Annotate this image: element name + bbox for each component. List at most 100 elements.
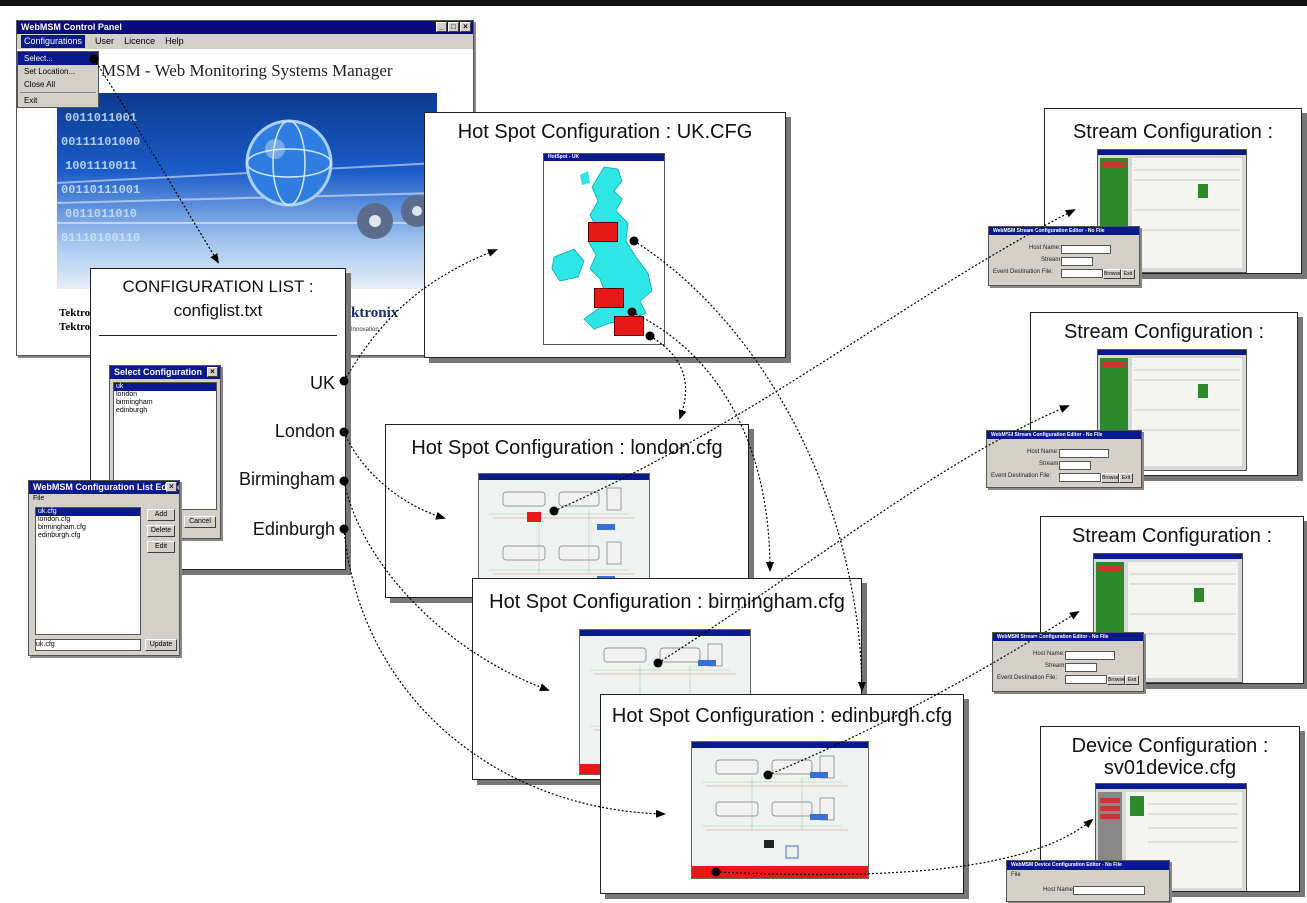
host-name-label: Host Name: bbox=[1027, 449, 1059, 455]
event-destination-field[interactable] bbox=[1061, 269, 1103, 278]
device-host-name-label: Host Name: bbox=[1043, 887, 1075, 893]
menu-help[interactable]: Help bbox=[165, 36, 184, 46]
exit-button[interactable]: Exit bbox=[1119, 473, 1133, 483]
device-config-file: sv01device.cfg bbox=[1103, 757, 1237, 779]
menu-item-close-all[interactable]: Close All bbox=[24, 80, 56, 89]
hotspot-london-marker[interactable] bbox=[614, 316, 644, 336]
stream-editor-3: WebMSM Stream Configuration Editor - No … bbox=[992, 632, 1144, 692]
host-name-field[interactable] bbox=[1059, 449, 1109, 458]
hotspot-birmingham-panel: Hot Spot Configuration : birmingham.cfg bbox=[472, 578, 862, 780]
configuration-list-title: CONFIGURATION LIST : bbox=[122, 277, 314, 296]
device-editor: WebMSM Device Configuration Editor - No … bbox=[1006, 860, 1170, 902]
list-item[interactable]: birmingham.cfg bbox=[38, 524, 86, 531]
minimize-icon[interactable]: _ bbox=[436, 22, 447, 32]
stream-config-title-1: Stream Configuration : bbox=[1072, 121, 1274, 143]
stream-label: Stream: bbox=[1045, 663, 1067, 669]
exit-button[interactable]: Exit bbox=[1125, 675, 1139, 685]
hotspot-london-title: Hot Spot Configuration : london.cfg bbox=[411, 437, 723, 459]
connector-dots bbox=[89, 54, 773, 877]
svg-text:0011011001: 0011011001 bbox=[65, 111, 137, 125]
list-item[interactable]: edinburgh bbox=[116, 407, 148, 414]
control-panel-heading: MSM - Web Monitoring Systems Manager bbox=[101, 61, 393, 80]
event-destination-field[interactable] bbox=[1065, 675, 1107, 684]
exit-button[interactable]: Exit bbox=[1121, 269, 1135, 279]
arrow-birmingham-to-stream2 bbox=[657, 405, 1070, 664]
title-rule bbox=[99, 335, 337, 336]
edit-button[interactable]: Edit bbox=[147, 541, 175, 553]
hotspot-birmingham-marker[interactable] bbox=[594, 288, 624, 308]
arrow-edinburgh-to-stream3 bbox=[767, 610, 1080, 776]
host-name-field[interactable] bbox=[1061, 245, 1111, 254]
city-birmingham: Birmingham bbox=[238, 469, 335, 489]
uk-map-titlebar: HotSpot - UK bbox=[544, 154, 664, 161]
maximize-icon[interactable]: □ bbox=[448, 22, 459, 32]
configuration-list-file: configlist.txt bbox=[173, 301, 263, 320]
menu-item-set-location[interactable]: Set Location... bbox=[24, 67, 76, 76]
list-editor-title: WebMSM Configuration List Editor bbox=[33, 482, 179, 492]
list-editor-titlebar: WebMSM Configuration List Editor× bbox=[29, 481, 179, 494]
stream-editor-1: WebMSM Stream Configuration Editor - No … bbox=[988, 226, 1140, 286]
device-host-name-field[interactable] bbox=[1073, 886, 1145, 895]
delete-button[interactable]: Delete bbox=[147, 525, 175, 537]
device-screenshot bbox=[1095, 783, 1247, 891]
hotspot-uk-title: Hot Spot Configuration : UK.CFG bbox=[457, 121, 753, 143]
brand-sub: Innovation bbox=[351, 327, 379, 333]
close-icon[interactable]: × bbox=[460, 22, 471, 32]
list-item[interactable]: edinburgh.cfg bbox=[38, 532, 81, 539]
event-destination-label: Event Destination File: bbox=[993, 269, 1054, 275]
event-destination-field[interactable] bbox=[1059, 473, 1101, 482]
browse-button[interactable]: Browse bbox=[1101, 473, 1119, 483]
host-name-label: Host Name: bbox=[1033, 651, 1065, 657]
browse-button[interactable]: Browse bbox=[1103, 269, 1121, 279]
close-icon[interactable]: × bbox=[166, 482, 177, 492]
menu-licence[interactable]: Licence bbox=[124, 36, 156, 46]
cancel-button[interactable]: Cancel bbox=[184, 516, 216, 528]
update-button[interactable]: Update bbox=[145, 639, 177, 651]
close-icon[interactable]: × bbox=[207, 367, 218, 377]
arrow-ukmap-birmingham-to-birmingham bbox=[631, 311, 774, 572]
browse-button[interactable]: Browse bbox=[1107, 675, 1125, 685]
uk-map-window: HotSpot - UK bbox=[543, 153, 665, 345]
stream-config-title-3: Stream Configuration : bbox=[1071, 525, 1273, 547]
banner-image: 0011011001 00111101000 1001110011 001101… bbox=[57, 93, 437, 289]
stream-screenshot-2 bbox=[1097, 349, 1247, 471]
arrow-edinburgh-to-edinburgh bbox=[343, 528, 666, 818]
menu-item-exit[interactable]: Exit bbox=[24, 96, 38, 105]
city-uk: UK bbox=[309, 373, 335, 393]
configuration-list-panel: CONFIGURATION LIST : configlist.txt Sele… bbox=[90, 268, 346, 570]
control-panel-title: WebMSM Control Panel bbox=[21, 22, 122, 32]
stream-field[interactable] bbox=[1065, 663, 1097, 672]
london-network-diagram bbox=[478, 473, 650, 597]
hotspot-edinburgh-marker[interactable] bbox=[588, 222, 618, 242]
list-item[interactable]: uk.cfg bbox=[36, 508, 140, 516]
svg-text:0011011010: 0011011010 bbox=[65, 207, 137, 221]
stream-editor-title: WebMSM Stream Configuration Editor - No … bbox=[993, 228, 1105, 234]
menu-user[interactable]: User bbox=[95, 36, 115, 46]
device-editor-menu-file[interactable]: File bbox=[1011, 872, 1021, 878]
list-editor-menu-file[interactable]: File bbox=[33, 495, 45, 502]
footer-text-2: Tektro bbox=[59, 321, 91, 333]
add-button[interactable]: Add bbox=[147, 509, 175, 521]
arrow-ukmap-edinburgh-to-edinburgh bbox=[633, 240, 866, 692]
configuration-list-editor: WebMSM Configuration List Editor× File u… bbox=[28, 480, 180, 656]
menu-item-select[interactable]: Select... bbox=[18, 52, 98, 65]
stream-field[interactable] bbox=[1061, 257, 1093, 266]
list-item[interactable]: birmingham bbox=[116, 399, 153, 406]
arrow-uk-to-ukmap bbox=[343, 249, 498, 382]
city-london: London bbox=[274, 421, 335, 441]
menu-configurations[interactable]: Configurations bbox=[21, 35, 86, 48]
host-name-field[interactable] bbox=[1065, 651, 1115, 660]
list-editor-field[interactable]: uk.cfg bbox=[35, 639, 141, 651]
hotspot-birmingham-title: Hot Spot Configuration : birmingham.cfg bbox=[489, 591, 845, 613]
city-edinburgh: Edinburgh bbox=[252, 519, 335, 539]
control-panel-menubar: Configurations User Licence Help bbox=[17, 34, 473, 49]
select-dialog-titlebar: Select Configuration× bbox=[110, 366, 220, 379]
arrow-select-to-list bbox=[93, 58, 220, 264]
stream-editor-2: WebMSM Stream Configuration Editor - No … bbox=[986, 430, 1142, 488]
stream-field[interactable] bbox=[1059, 461, 1091, 470]
device-editor-titlebar: WebMSM Device Configuration Editor - No … bbox=[1007, 861, 1169, 870]
event-destination-label: Event Destination File: bbox=[997, 675, 1058, 681]
list-item[interactable]: london.cfg bbox=[38, 516, 71, 523]
list-item[interactable]: uk bbox=[114, 383, 216, 391]
list-item[interactable]: london bbox=[116, 391, 138, 398]
